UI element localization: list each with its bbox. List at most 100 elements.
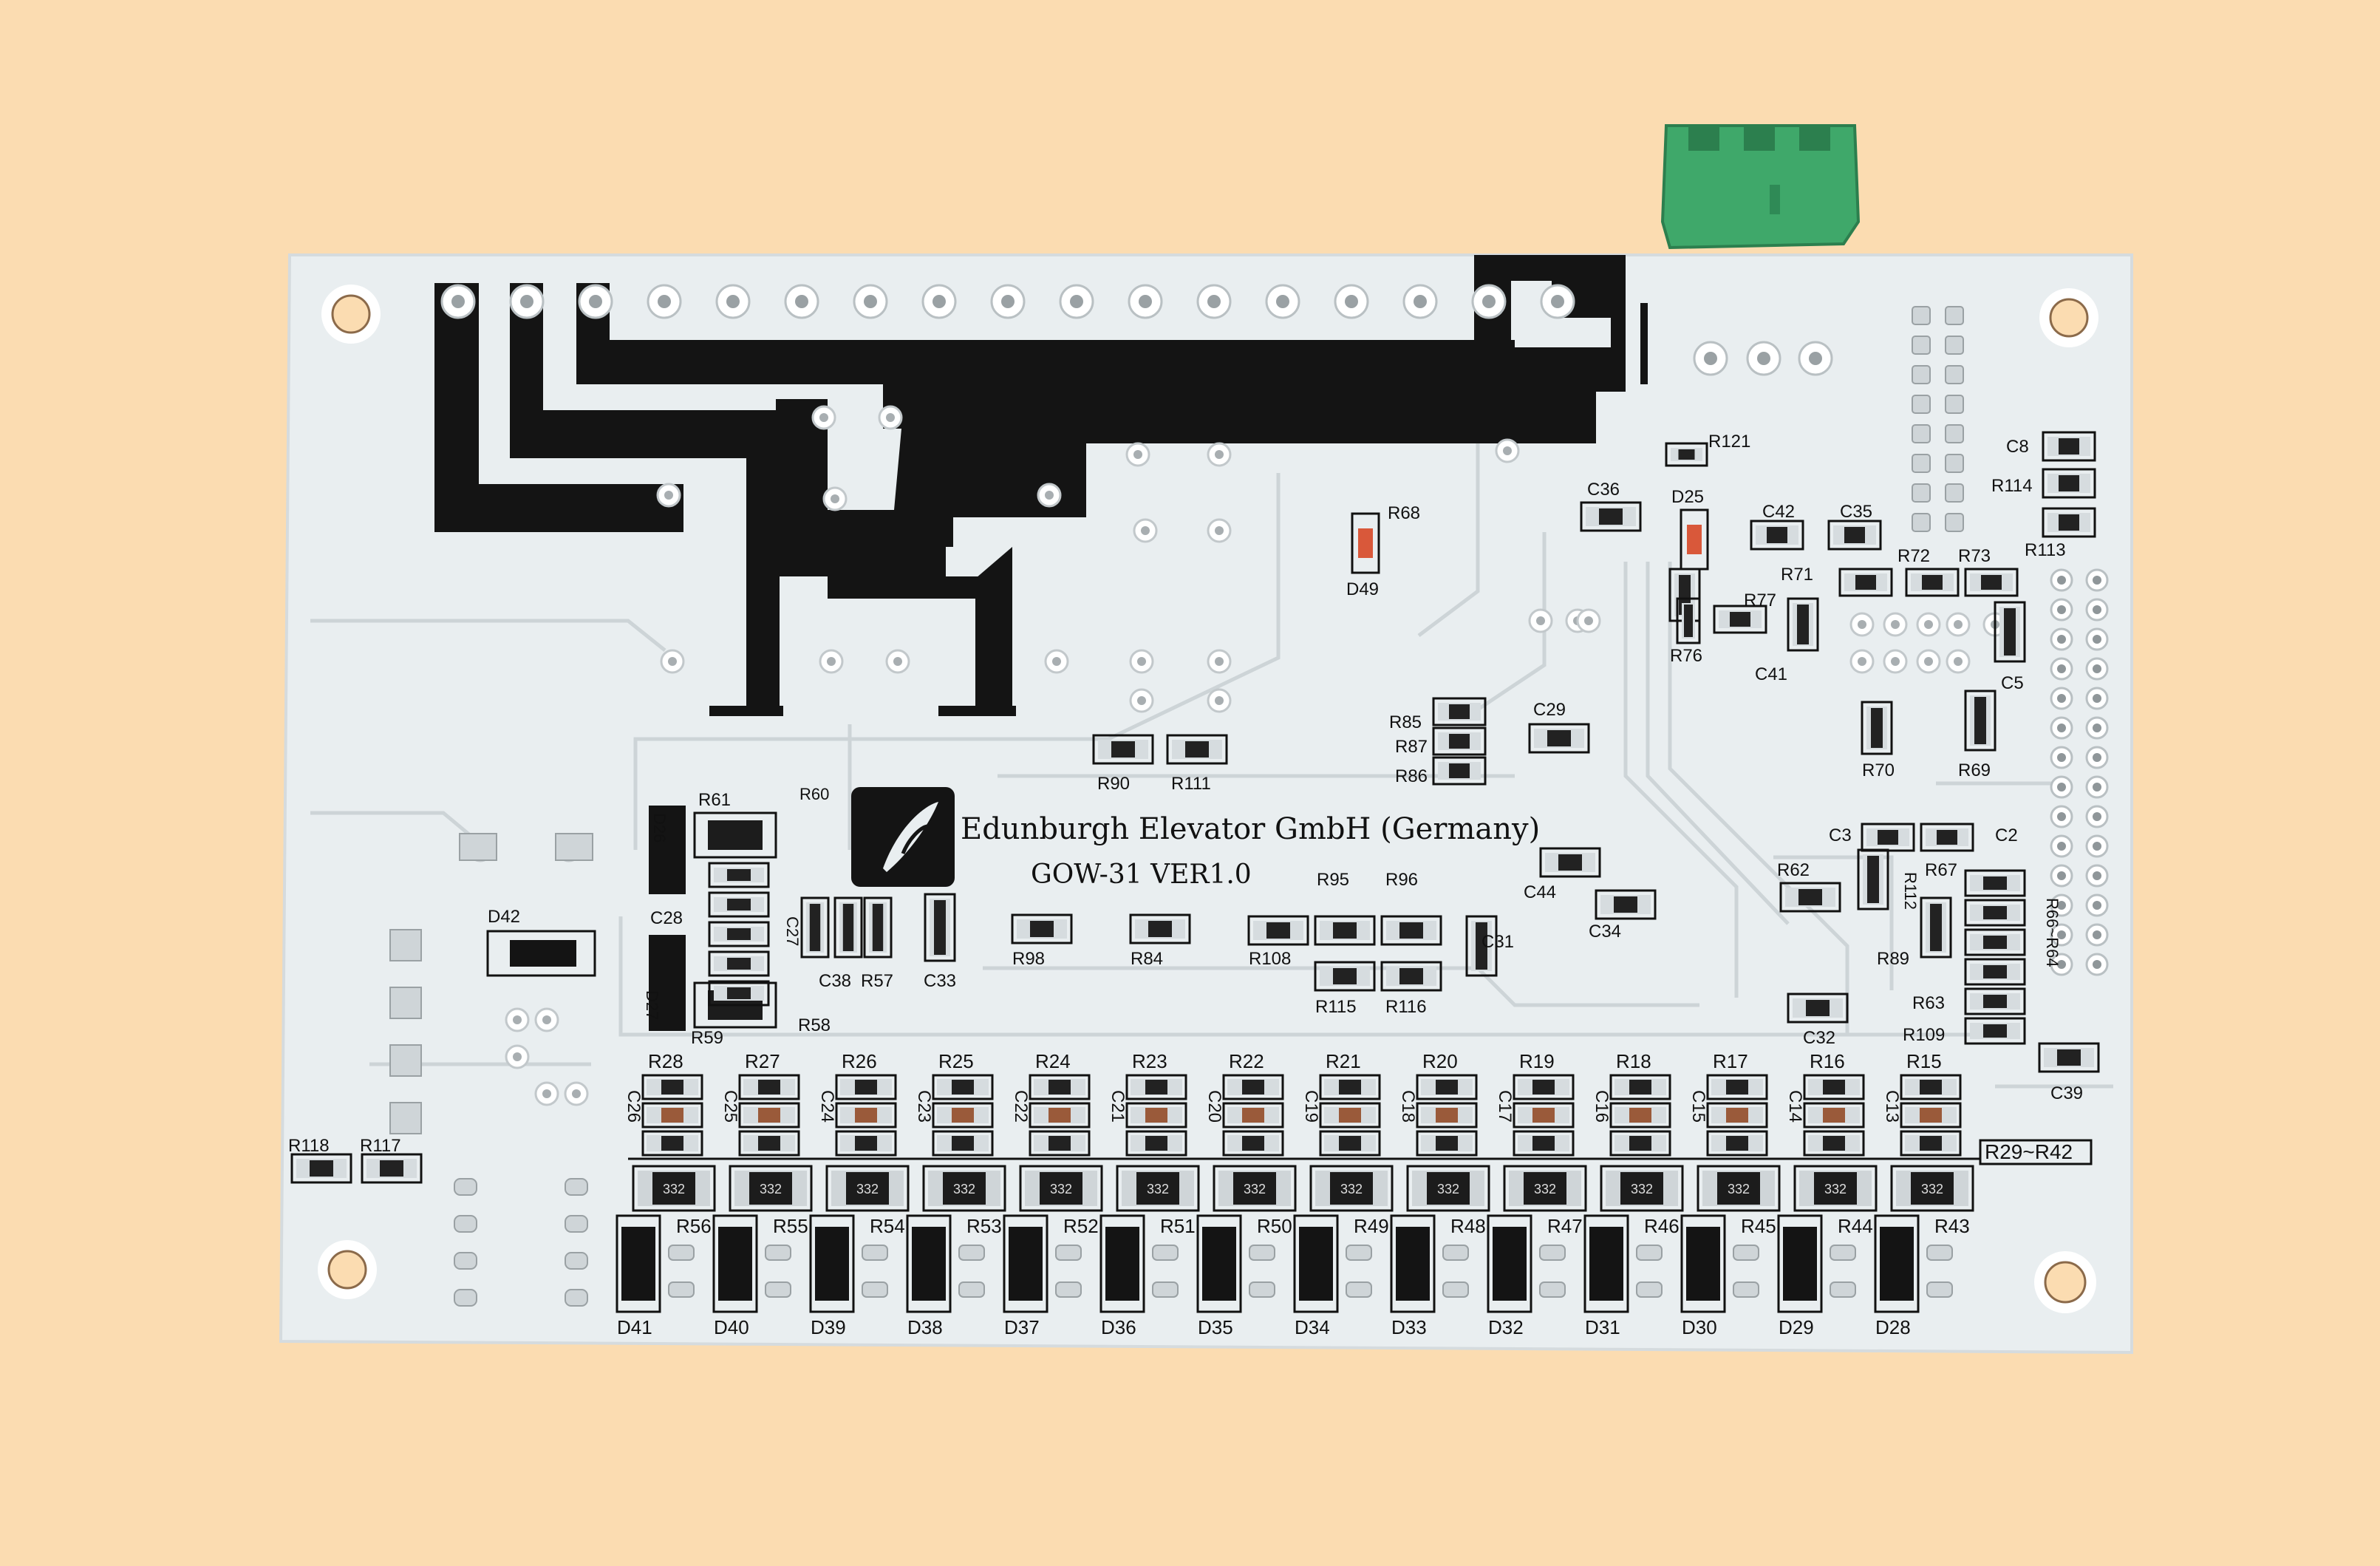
pad bbox=[1926, 1245, 1953, 1261]
smd-part bbox=[1838, 568, 1893, 597]
resistor-outline bbox=[1890, 1165, 1974, 1212]
label-r-bottom: R53 bbox=[966, 1215, 1002, 1237]
smd-outline bbox=[1803, 1130, 1865, 1157]
label-d42: D42 bbox=[488, 907, 520, 927]
label-r86: R86 bbox=[1395, 766, 1428, 786]
part-outline bbox=[1964, 690, 1997, 752]
part-outline bbox=[708, 891, 770, 918]
smd-part bbox=[800, 896, 830, 959]
via-hole bbox=[1215, 450, 1224, 459]
resistor-outline bbox=[1116, 1165, 1200, 1212]
smd-body bbox=[1920, 1080, 1942, 1095]
part-outline bbox=[1595, 889, 1657, 920]
smd-part bbox=[1964, 568, 2019, 597]
smd-outline bbox=[1125, 1130, 1187, 1157]
thin-traces bbox=[310, 414, 2113, 1089]
via-hole bbox=[827, 657, 836, 666]
via-hole bbox=[1536, 616, 1545, 625]
smd-body bbox=[1436, 1136, 1458, 1151]
resistor-body bbox=[708, 820, 763, 850]
diode-outline bbox=[1099, 1214, 1145, 1313]
part-outline bbox=[1580, 501, 1642, 532]
smd-outline bbox=[1222, 1102, 1284, 1128]
part-outline bbox=[1465, 915, 1498, 977]
diode-outline bbox=[1487, 1214, 1532, 1313]
label-r73: R73 bbox=[1958, 546, 1991, 566]
smd-part bbox=[2038, 1042, 2100, 1073]
label-r62: R62 bbox=[1777, 860, 1810, 880]
part-body bbox=[1981, 575, 2002, 590]
smd-part bbox=[1665, 442, 1708, 467]
pad bbox=[1055, 1245, 1082, 1261]
smd-body bbox=[1339, 1080, 1361, 1095]
resistor-outline bbox=[1019, 1165, 1103, 1212]
header-hole bbox=[2057, 930, 2066, 939]
part-outline bbox=[1432, 697, 1487, 726]
label-r-bottom: R51 bbox=[1160, 1215, 1196, 1237]
diode-outline bbox=[1196, 1214, 1242, 1313]
smd-outline bbox=[835, 1102, 897, 1128]
smd-outline bbox=[1416, 1130, 1478, 1157]
part-outline bbox=[800, 896, 830, 959]
diode-outline bbox=[1390, 1214, 1436, 1313]
label-r115: R115 bbox=[1315, 997, 1357, 1017]
label-c33: C33 bbox=[924, 971, 956, 991]
smd-body bbox=[1436, 1108, 1458, 1123]
part-body bbox=[1333, 968, 1357, 984]
via-hole bbox=[893, 657, 902, 666]
smd-outline bbox=[1513, 1130, 1575, 1157]
header-hole bbox=[2057, 783, 2066, 791]
diode-outline bbox=[1293, 1214, 1339, 1313]
smd-outline bbox=[1416, 1074, 1478, 1100]
smd-outline bbox=[1319, 1130, 1381, 1157]
pad bbox=[555, 833, 593, 861]
resistor-code: 332 bbox=[1728, 1182, 1750, 1196]
label-r69: R69 bbox=[1958, 760, 1991, 780]
smd-body bbox=[758, 1108, 780, 1123]
label-d: D36 bbox=[1101, 1316, 1136, 1338]
via-hole bbox=[1858, 657, 1866, 666]
label-d26: D26 bbox=[650, 813, 669, 842]
label-c: C21 bbox=[1108, 1090, 1128, 1123]
header-pad bbox=[1912, 365, 1931, 384]
resistor-body bbox=[1040, 1172, 1082, 1205]
pad bbox=[1539, 1281, 1566, 1298]
smd-part bbox=[708, 891, 770, 918]
diode-outline bbox=[1680, 1214, 1726, 1313]
pad bbox=[389, 929, 422, 961]
diode-outline bbox=[712, 1214, 758, 1313]
diode-body bbox=[1202, 1227, 1236, 1301]
part-outline bbox=[863, 896, 893, 959]
smd-body bbox=[952, 1080, 974, 1095]
header-hole bbox=[2057, 694, 2066, 703]
part-outline bbox=[2042, 468, 2096, 499]
pad bbox=[454, 1252, 477, 1270]
label-c: C16 bbox=[1592, 1090, 1612, 1123]
label-r116: R116 bbox=[1385, 997, 1427, 1017]
smd-outline bbox=[738, 1130, 800, 1157]
label-r117: R117 bbox=[360, 1136, 401, 1156]
label-c32: C32 bbox=[1803, 1028, 1835, 1048]
smd-part bbox=[1380, 915, 1442, 946]
part-body bbox=[310, 1160, 333, 1177]
resistor-outline bbox=[1309, 1165, 1394, 1212]
label-r72: R72 bbox=[1897, 546, 1930, 566]
via-hole bbox=[831, 494, 839, 503]
part-body bbox=[1797, 605, 1809, 644]
smd-outline bbox=[1319, 1102, 1381, 1128]
part-body bbox=[842, 904, 854, 951]
smd-outline bbox=[1029, 1130, 1091, 1157]
smd-part bbox=[1314, 961, 1376, 992]
label-r66-r64: R66~R64 bbox=[2043, 898, 2062, 967]
header-hole bbox=[2093, 930, 2101, 939]
header-hole bbox=[2057, 842, 2066, 851]
part-body bbox=[1983, 906, 2007, 919]
via-hole bbox=[1954, 657, 1963, 666]
pin-hole bbox=[1207, 295, 1221, 308]
label-d: D37 bbox=[1004, 1316, 1040, 1338]
smd-part bbox=[2042, 468, 2096, 499]
header-pins bbox=[440, 284, 1833, 376]
via-hole bbox=[1954, 620, 1963, 629]
pin-hole bbox=[1757, 352, 1770, 365]
part-outline bbox=[1166, 734, 1228, 765]
